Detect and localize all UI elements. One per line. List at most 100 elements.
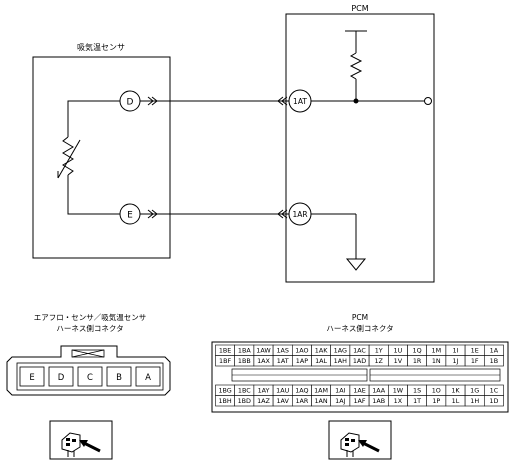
svg-text:1G: 1G [470, 387, 479, 395]
pcm-connector-pin: 1K [445, 384, 466, 396]
connector-view-icon [328, 420, 392, 460]
pcm-connector-pin: 1C [483, 384, 504, 396]
pcm-connector-pin: 1AS [272, 344, 293, 356]
pcm-connector-pin: 1X [387, 395, 408, 407]
sensor-label: 吸気温センサ [77, 42, 125, 52]
sensor-terminal-e: E [119, 203, 141, 225]
svg-text:1BF: 1BF [219, 357, 231, 365]
svg-text:B: B [116, 373, 122, 383]
pcm-connector-pin: 1BF [215, 355, 236, 367]
svg-text:1AU: 1AU [276, 387, 289, 395]
svg-text:1BB: 1BB [238, 357, 251, 365]
svg-text:1A: 1A [490, 347, 499, 355]
pcm-connector-pin: 1AU [272, 384, 293, 396]
pcm-connector-pin: 1R [407, 355, 428, 367]
svg-text:1O: 1O [432, 387, 441, 395]
svg-text:1H: 1H [470, 397, 479, 405]
svg-text:1I: 1I [453, 347, 459, 355]
svg-text:1BC: 1BC [238, 387, 251, 395]
pcm-ground-symbol [311, 213, 367, 271]
svg-text:1K: 1K [451, 387, 460, 395]
pcm-connector-pin: 1E [464, 344, 485, 356]
pcm-connector-pin: 1AK [311, 344, 332, 356]
pcm-output-node [424, 97, 432, 105]
pcm-connector-pin: 1AH [330, 355, 351, 367]
pcm-terminal-1at: 1AT [288, 89, 312, 113]
connector-view-icon [49, 420, 113, 460]
svg-text:1AA: 1AA [372, 387, 386, 395]
sensor-connector-title-line2: ハーネス側コネクタ [56, 323, 123, 333]
sensor-connector-pin: A [135, 366, 161, 387]
pcm-box [285, 13, 435, 283]
pcm-connector-pin: 1F [464, 355, 485, 367]
pcm-connector-pin: 1W [387, 384, 408, 396]
svg-text:1AY: 1AY [258, 387, 270, 395]
pcm-connector-pin: 1AY [253, 384, 274, 396]
pcm-connector-pin: 1AV [272, 395, 293, 407]
pcm-connector-pin: 1H [464, 395, 485, 407]
pcm-connector-pin: 1G [464, 384, 485, 396]
svg-text:1C: 1C [490, 387, 499, 395]
pcm-connector-pin: 1AJ [330, 395, 351, 407]
svg-text:1P: 1P [432, 397, 440, 405]
pcm-connector-pin: 1Y [368, 344, 389, 356]
svg-text:1AI: 1AI [335, 387, 345, 395]
svg-text:1AK: 1AK [315, 347, 328, 355]
sensor-box [32, 56, 171, 259]
svg-text:1R: 1R [413, 357, 422, 365]
pcm-connector-pin: 1AC [349, 344, 370, 356]
svg-text:1AJ: 1AJ [335, 397, 345, 405]
svg-text:A: A [145, 373, 151, 383]
svg-text:1AT: 1AT [293, 97, 307, 106]
svg-text:1AX: 1AX [257, 357, 270, 365]
svg-text:1AL: 1AL [315, 357, 327, 365]
pcm-connector-pin: 1AE [349, 384, 370, 396]
svg-text:1D: 1D [489, 397, 498, 405]
svg-text:1AQ: 1AQ [295, 387, 308, 395]
pcm-connector-pin: 1BG [215, 384, 236, 396]
sensor-connector-title-line1: エアフロ・センサ／吸気温センサ [34, 312, 147, 322]
svg-text:1J: 1J [453, 357, 459, 365]
svg-text:D: D [58, 373, 65, 383]
pcm-connector-pin: 1AG [330, 344, 351, 356]
svg-text:1BD: 1BD [238, 397, 251, 405]
svg-text:1AW: 1AW [256, 347, 271, 355]
svg-text:1AN: 1AN [314, 397, 327, 405]
pcm-connector-title-line1: PCM [352, 313, 368, 322]
pcm-connector-pin: 1M [426, 344, 447, 356]
sensor-connector-pin: D [48, 366, 74, 387]
svg-text:1S: 1S [413, 387, 421, 395]
pcm-connector-pin: 1O [426, 384, 447, 396]
pcm-connector-pin: 1N [426, 355, 447, 367]
pcm-connector-pin: 1AQ [291, 384, 312, 396]
svg-text:1AD: 1AD [353, 357, 366, 365]
pcm-connector-title-line2: ハーネス側コネクタ [326, 323, 393, 333]
svg-text:1AO: 1AO [295, 347, 308, 355]
svg-text:E: E [29, 373, 34, 383]
pcm-connector-pin: 1S [407, 384, 428, 396]
svg-text:1AG: 1AG [334, 347, 347, 355]
svg-text:1AH: 1AH [334, 357, 347, 365]
pcm-connector-pin: 1AL [311, 355, 332, 367]
pcm-connector-pin: 1AF [349, 395, 370, 407]
pcm-connector-pin: 1AO [291, 344, 312, 356]
svg-text:1E: 1E [471, 347, 479, 355]
svg-text:1W: 1W [393, 387, 404, 395]
svg-text:D: D [127, 98, 134, 108]
svg-text:1M: 1M [432, 347, 442, 355]
pcm-connector-pin: 1D [483, 395, 504, 407]
pcm-connector-pin: 1J [445, 355, 466, 367]
svg-text:1AV: 1AV [276, 397, 289, 405]
pcm-connector-pin: 1BC [234, 384, 255, 396]
sensor-connector-pin: E [19, 366, 45, 387]
svg-text:1Q: 1Q [413, 347, 422, 355]
wire-d-1at [140, 96, 289, 106]
pcm-connector-pin: 1AN [311, 395, 332, 407]
svg-text:1V: 1V [394, 357, 403, 365]
pcm-connector-pin: 1Z [368, 355, 389, 367]
svg-text:E: E [127, 211, 133, 221]
pcm-connector-pin: 1U [387, 344, 408, 356]
pcm-connector-pin: 1AD [349, 355, 370, 367]
pcm-connector-pin: 1AR [291, 395, 312, 407]
pcm-connector-pin: 1L [445, 395, 466, 407]
